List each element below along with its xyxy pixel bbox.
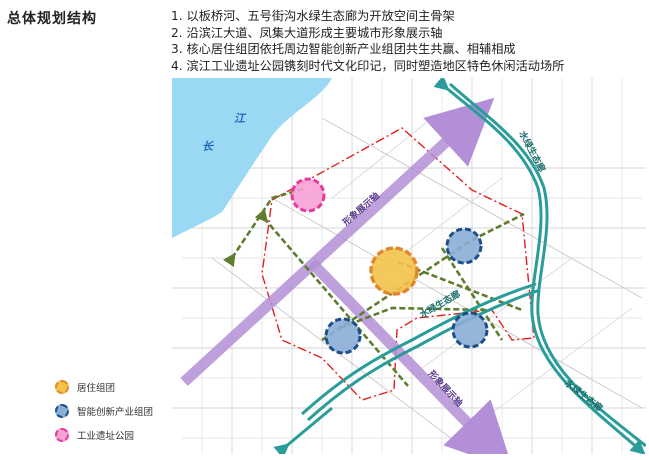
legend: 居住组团 智能创新产业组团 工业遗址公园 xyxy=(55,375,153,447)
legend-label: 工业遗址公园 xyxy=(77,431,135,442)
industrial-heritage-park xyxy=(290,177,326,213)
legend-item: 工业遗址公园 xyxy=(55,423,153,447)
residential-swatch-icon xyxy=(55,380,69,394)
river-label: 江 xyxy=(234,112,247,125)
legend-item: 居住组团 xyxy=(55,375,153,399)
legend-label: 居住组团 xyxy=(77,383,116,394)
residential-cluster xyxy=(369,246,419,296)
note-item: 4. 滨江工业遗址公园镌刻时代文化印记，同时塑造地区特色休闲活动场所 xyxy=(171,58,565,73)
map-svg: 长 江 形象展示轴 形象展示轴 水绿生态廊 水绿生态廊 水绿生态廊 xyxy=(172,78,646,454)
page-title: 总体规划结构 xyxy=(7,11,97,27)
legend-label: 智能创新产业组团 xyxy=(77,407,154,418)
note-item: 3. 核心居住组团依托周边智能创新产业组团共生共赢、相辅相成 xyxy=(171,42,516,56)
eco-corridor xyxy=(273,78,646,454)
planning-map: 长 江 形象展示轴 形象展示轴 水绿生态廊 水绿生态廊 水绿生态廊 xyxy=(172,78,646,454)
river xyxy=(172,78,332,238)
innovation-industry-cluster xyxy=(324,317,362,355)
industry-swatch-icon xyxy=(55,404,69,418)
legend-item: 智能创新产业组团 xyxy=(55,399,153,423)
image-axis-line xyxy=(180,97,495,387)
note-item: 2. 沿滨江大道、凤集大道形成主要城市形象展示轴 xyxy=(171,25,443,40)
park-swatch-icon xyxy=(55,428,69,442)
innovation-industry-cluster xyxy=(451,311,489,349)
eco-corridor-label: 水绿生态廊 xyxy=(562,377,605,414)
innovation-industry-cluster xyxy=(445,227,483,265)
planning-notes: 1. 以板桥河、五号街沟水绿生态廊为开放空间主骨架 2. 沿滨江大道、凤集大道形… xyxy=(171,8,564,74)
river-label: 长 xyxy=(202,140,214,153)
note-item: 1. 以板桥河、五号街沟水绿生态廊为开放空间主骨架 xyxy=(171,9,455,23)
